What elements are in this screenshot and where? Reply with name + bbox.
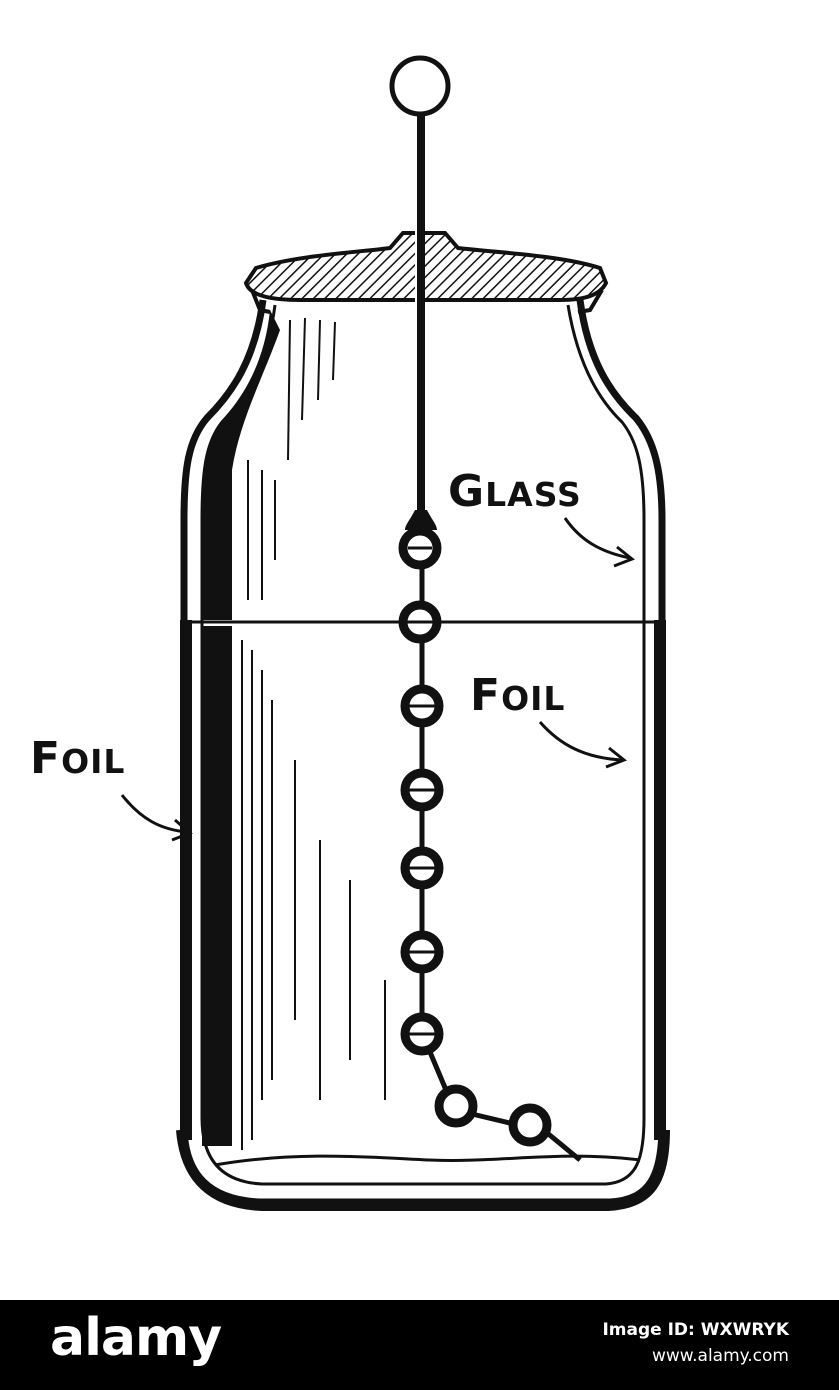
glass-label: GLASS [448,466,582,517]
glass-label-rest: LASS [485,475,582,514]
foil-left-label-rest: OIL [61,742,126,781]
foil-right-label-rest: OIL [501,679,566,718]
jar-shading [202,310,386,1150]
foil-coating [176,620,670,1211]
brand-logo: alamy [50,1308,222,1368]
site-url: www.alamy.com [651,1346,789,1366]
knob-icon [389,55,451,117]
glass-label-cap: G [448,466,486,517]
chain-icon [398,526,582,1162]
foil-left-label: FOIL [30,733,125,784]
illustration-area: GLASS FOIL FOIL [30,55,670,1211]
watermark-footer: alamy Image ID: WXWRYK www.alamy.com [0,1300,839,1390]
lid-icon [243,231,609,314]
foil-right-label-cap: F [470,670,502,721]
arrow-icon [120,517,635,842]
image-id: Image ID: WXWRYK [602,1320,789,1340]
foil-right-label: FOIL [470,670,565,721]
leyden-jar-diagram [120,55,670,1211]
foil-left-label-cap: F [30,733,62,784]
rod-icon [405,110,437,530]
image-meta: Image ID: WXWRYK www.alamy.com [602,1320,789,1366]
